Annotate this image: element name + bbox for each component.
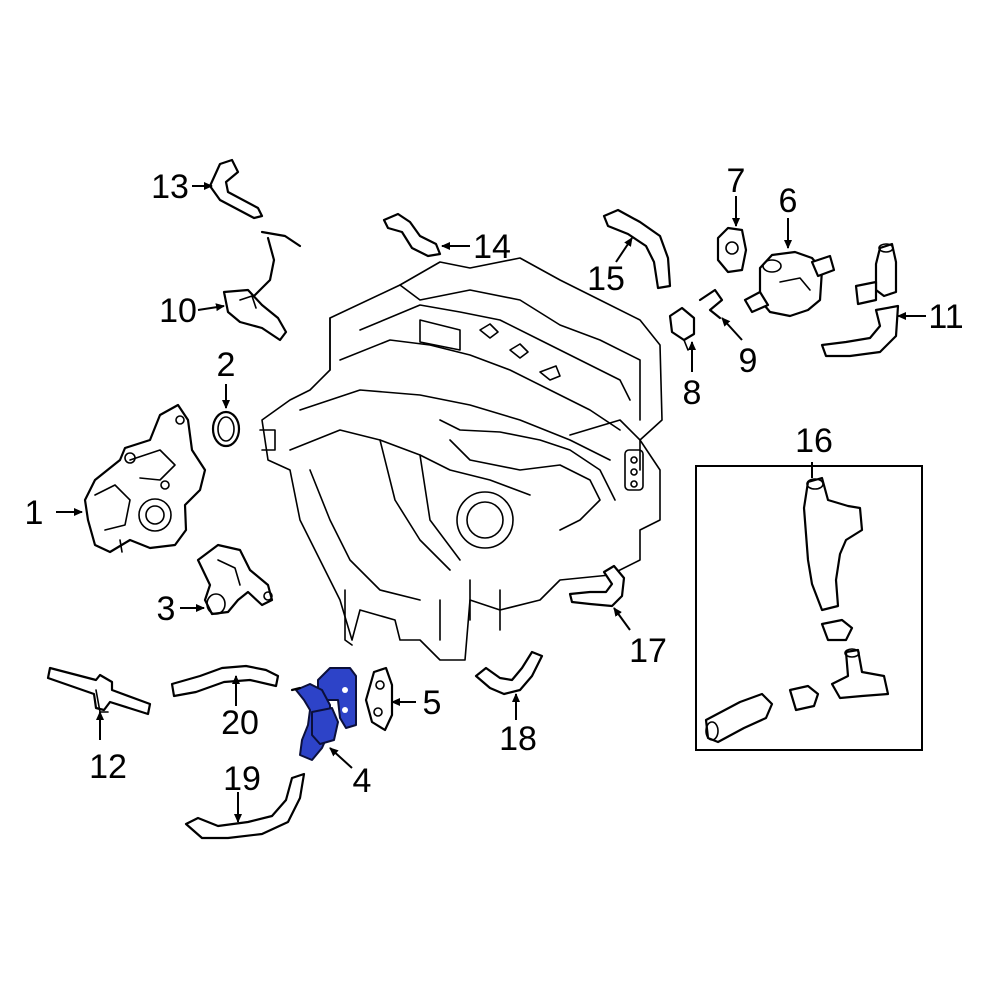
callout-15: 15 — [587, 260, 625, 298]
part-10-bracket-pipe[interactable] — [222, 230, 302, 342]
callout-12: 12 — [89, 748, 127, 786]
callout-3: 3 — [157, 590, 176, 628]
callout-18: 18 — [499, 720, 537, 758]
part-9-clip[interactable] — [698, 288, 724, 320]
callout-13: 13 — [151, 168, 189, 206]
part-3-thermostat-housing[interactable] — [196, 543, 274, 616]
arrow-17 — [613, 607, 631, 631]
callout-5: 5 — [423, 684, 442, 722]
arrow-9 — [721, 317, 743, 341]
part-6-water-outlet[interactable] — [743, 250, 836, 318]
callout-arrows — [56, 182, 926, 823]
callout-10: 10 — [159, 292, 197, 330]
part-7-gasket[interactable] — [716, 226, 748, 274]
inset-box-frame — [695, 465, 923, 751]
engine-block — [259, 257, 663, 661]
callout-19: 19 — [223, 760, 261, 798]
arrow-4 — [329, 747, 353, 769]
part-1-water-pump-housing[interactable] — [83, 403, 207, 554]
callout-labels: 1 2 3 4 5 6 7 8 9 10 11 12 13 14 15 16 1… — [25, 162, 964, 800]
callout-4: 4 — [353, 762, 372, 800]
part-18-hose[interactable] — [474, 650, 544, 696]
arrow-10 — [197, 303, 225, 312]
callout-11: 11 — [928, 298, 963, 336]
callout-6: 6 — [779, 182, 798, 220]
part-20-hose[interactable] — [170, 664, 280, 698]
part-17-hose[interactable] — [568, 564, 626, 608]
callout-14: 14 — [473, 228, 511, 266]
callout-9: 9 — [739, 342, 758, 380]
part-15-hose[interactable] — [602, 208, 672, 290]
part-8-sensor[interactable] — [668, 306, 696, 351]
callout-8: 8 — [683, 374, 702, 412]
callout-7: 7 — [727, 162, 746, 200]
callout-17: 17 — [629, 632, 667, 670]
part-14-hose[interactable] — [382, 212, 442, 258]
part-11-valve-hose[interactable] — [820, 242, 900, 358]
part-12-pipe[interactable] — [46, 666, 152, 716]
part-16-inset-assembly[interactable] — [695, 465, 923, 751]
part-5-gasket[interactable] — [364, 666, 394, 732]
callout-16: 16 — [795, 422, 833, 460]
callout-20: 20 — [221, 704, 259, 742]
callout-2: 2 — [217, 346, 236, 384]
part-4-highlighted-valve[interactable] — [290, 667, 357, 761]
callout-1: 1 — [25, 494, 44, 532]
arrow-15 — [615, 237, 633, 263]
part-13-hose[interactable] — [208, 158, 264, 220]
part-19-hose[interactable] — [184, 772, 306, 840]
